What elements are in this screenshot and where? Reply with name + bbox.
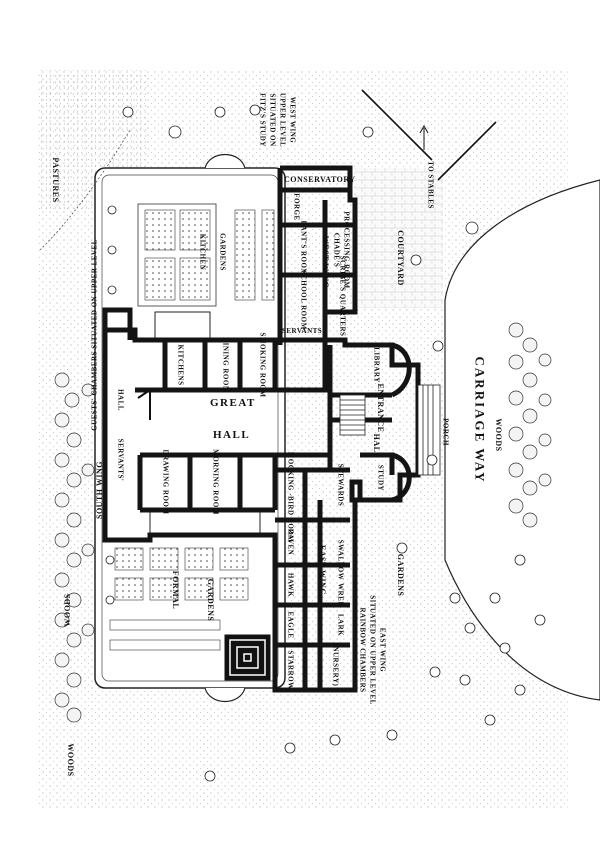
- label-to-stables: TO STABLES: [426, 161, 435, 209]
- label-great: GREAT: [210, 397, 256, 409]
- label-rainbow-east-wing: EAST WING: [378, 627, 387, 673]
- label-woods-west: WOODS: [63, 593, 72, 627]
- label-wren: WREN: [336, 583, 345, 607]
- label-gardens-east: GARDENS: [396, 553, 405, 597]
- label-formal-gardens: GARDENS: [206, 578, 215, 622]
- label-hawk: HAWK: [286, 572, 295, 598]
- label-stewards: STEWARDS: [336, 463, 345, 507]
- label-conservatory: CONSERVATORY: [284, 175, 356, 184]
- label-hall: HALL: [116, 389, 125, 411]
- label-smoking-room: SMOKING ROOM: [258, 332, 267, 398]
- label-fitzs-study-2: SITUATED ON: [268, 93, 277, 147]
- label-south-wing: SOUTH WING: [95, 461, 104, 519]
- label-porch: PORCH: [441, 418, 450, 446]
- label-kitchens: KITCHENS: [176, 344, 185, 386]
- label-dining-room: DINING ROOM: [221, 337, 230, 393]
- label-rainbow-situated: SITUATED ON UPPER LEVEL: [368, 595, 377, 705]
- label-study: STUDY: [376, 464, 385, 492]
- label-formal: FORMAL: [171, 570, 180, 610]
- label-fitzs-study-3: UPPER LEVEL: [278, 92, 287, 148]
- north-terrace: [154, 311, 211, 339]
- label-east-wing: EAST WING: [318, 544, 327, 596]
- kitchen-garden-beds: [137, 203, 275, 307]
- label-swallow: SWALLOW: [336, 539, 345, 581]
- woods-clusters: [54, 322, 552, 723]
- label-morning-room: MORNING ROOM: [211, 449, 220, 515]
- label-entrance: ENTRANCE: [376, 383, 385, 433]
- label-nursery: (NURSERY): [331, 643, 340, 687]
- label-forge: FORGE: [292, 193, 301, 221]
- label-servants-west: SERVANTS: [282, 327, 323, 335]
- label-courtyard: COURTYARD: [396, 230, 405, 286]
- service-stair: [137, 388, 151, 420]
- formal-garden-beds: [109, 547, 249, 651]
- label-woods-south: WOODS: [66, 743, 75, 777]
- label-west-wing: WEST WING: [321, 235, 330, 289]
- trees: [105, 104, 546, 782]
- label-carriage-way: CARRIAGE WAY: [472, 356, 488, 484]
- label-fitzs-study-4: WEST WING: [288, 96, 297, 144]
- label-drawing-room: DRAWING ROOM: [161, 449, 170, 515]
- label-kitchen: KITCHEN: [198, 233, 207, 271]
- label-eagle: EAGLE: [286, 611, 295, 639]
- stables-road: [361, 89, 497, 181]
- label-scribes-quarters: SCRIBE'S QUARTERS: [338, 255, 347, 337]
- porch-steps: [417, 384, 441, 476]
- label-guests-chambers: GUESTS' CHAMBERS SITUATED ON UPPER LEVEL: [90, 239, 99, 431]
- pasture-boundary: [39, 129, 131, 251]
- label-raven: RAVEN: [286, 528, 295, 556]
- label-lark: LARK: [336, 613, 345, 637]
- label-great-hall: HALL: [213, 429, 251, 441]
- grand-staircase: [339, 394, 366, 436]
- label-school-room: SCHOOL ROOM: [299, 270, 308, 330]
- label-lants-room: LANT'S ROOM: [299, 220, 308, 276]
- maze: [224, 634, 271, 681]
- label-servants-hall: SERVANTS': [116, 438, 125, 482]
- house-walls: [102, 165, 421, 693]
- label-library: LIBRARY: [372, 347, 381, 383]
- label-pastures: PASTURES: [51, 157, 60, 203]
- label-fitzs-study: FITZ'S STUDY: [258, 93, 267, 147]
- label-starrow: STARROW: [286, 650, 295, 690]
- label-woods-east: WOODS: [494, 418, 503, 452]
- label-kitchen-gardens: GARDENS: [218, 233, 227, 271]
- label-rainbow-chambers: RAINBOW CHAMBERS: [358, 607, 367, 693]
- label-entrance-hall: HALL: [372, 433, 381, 459]
